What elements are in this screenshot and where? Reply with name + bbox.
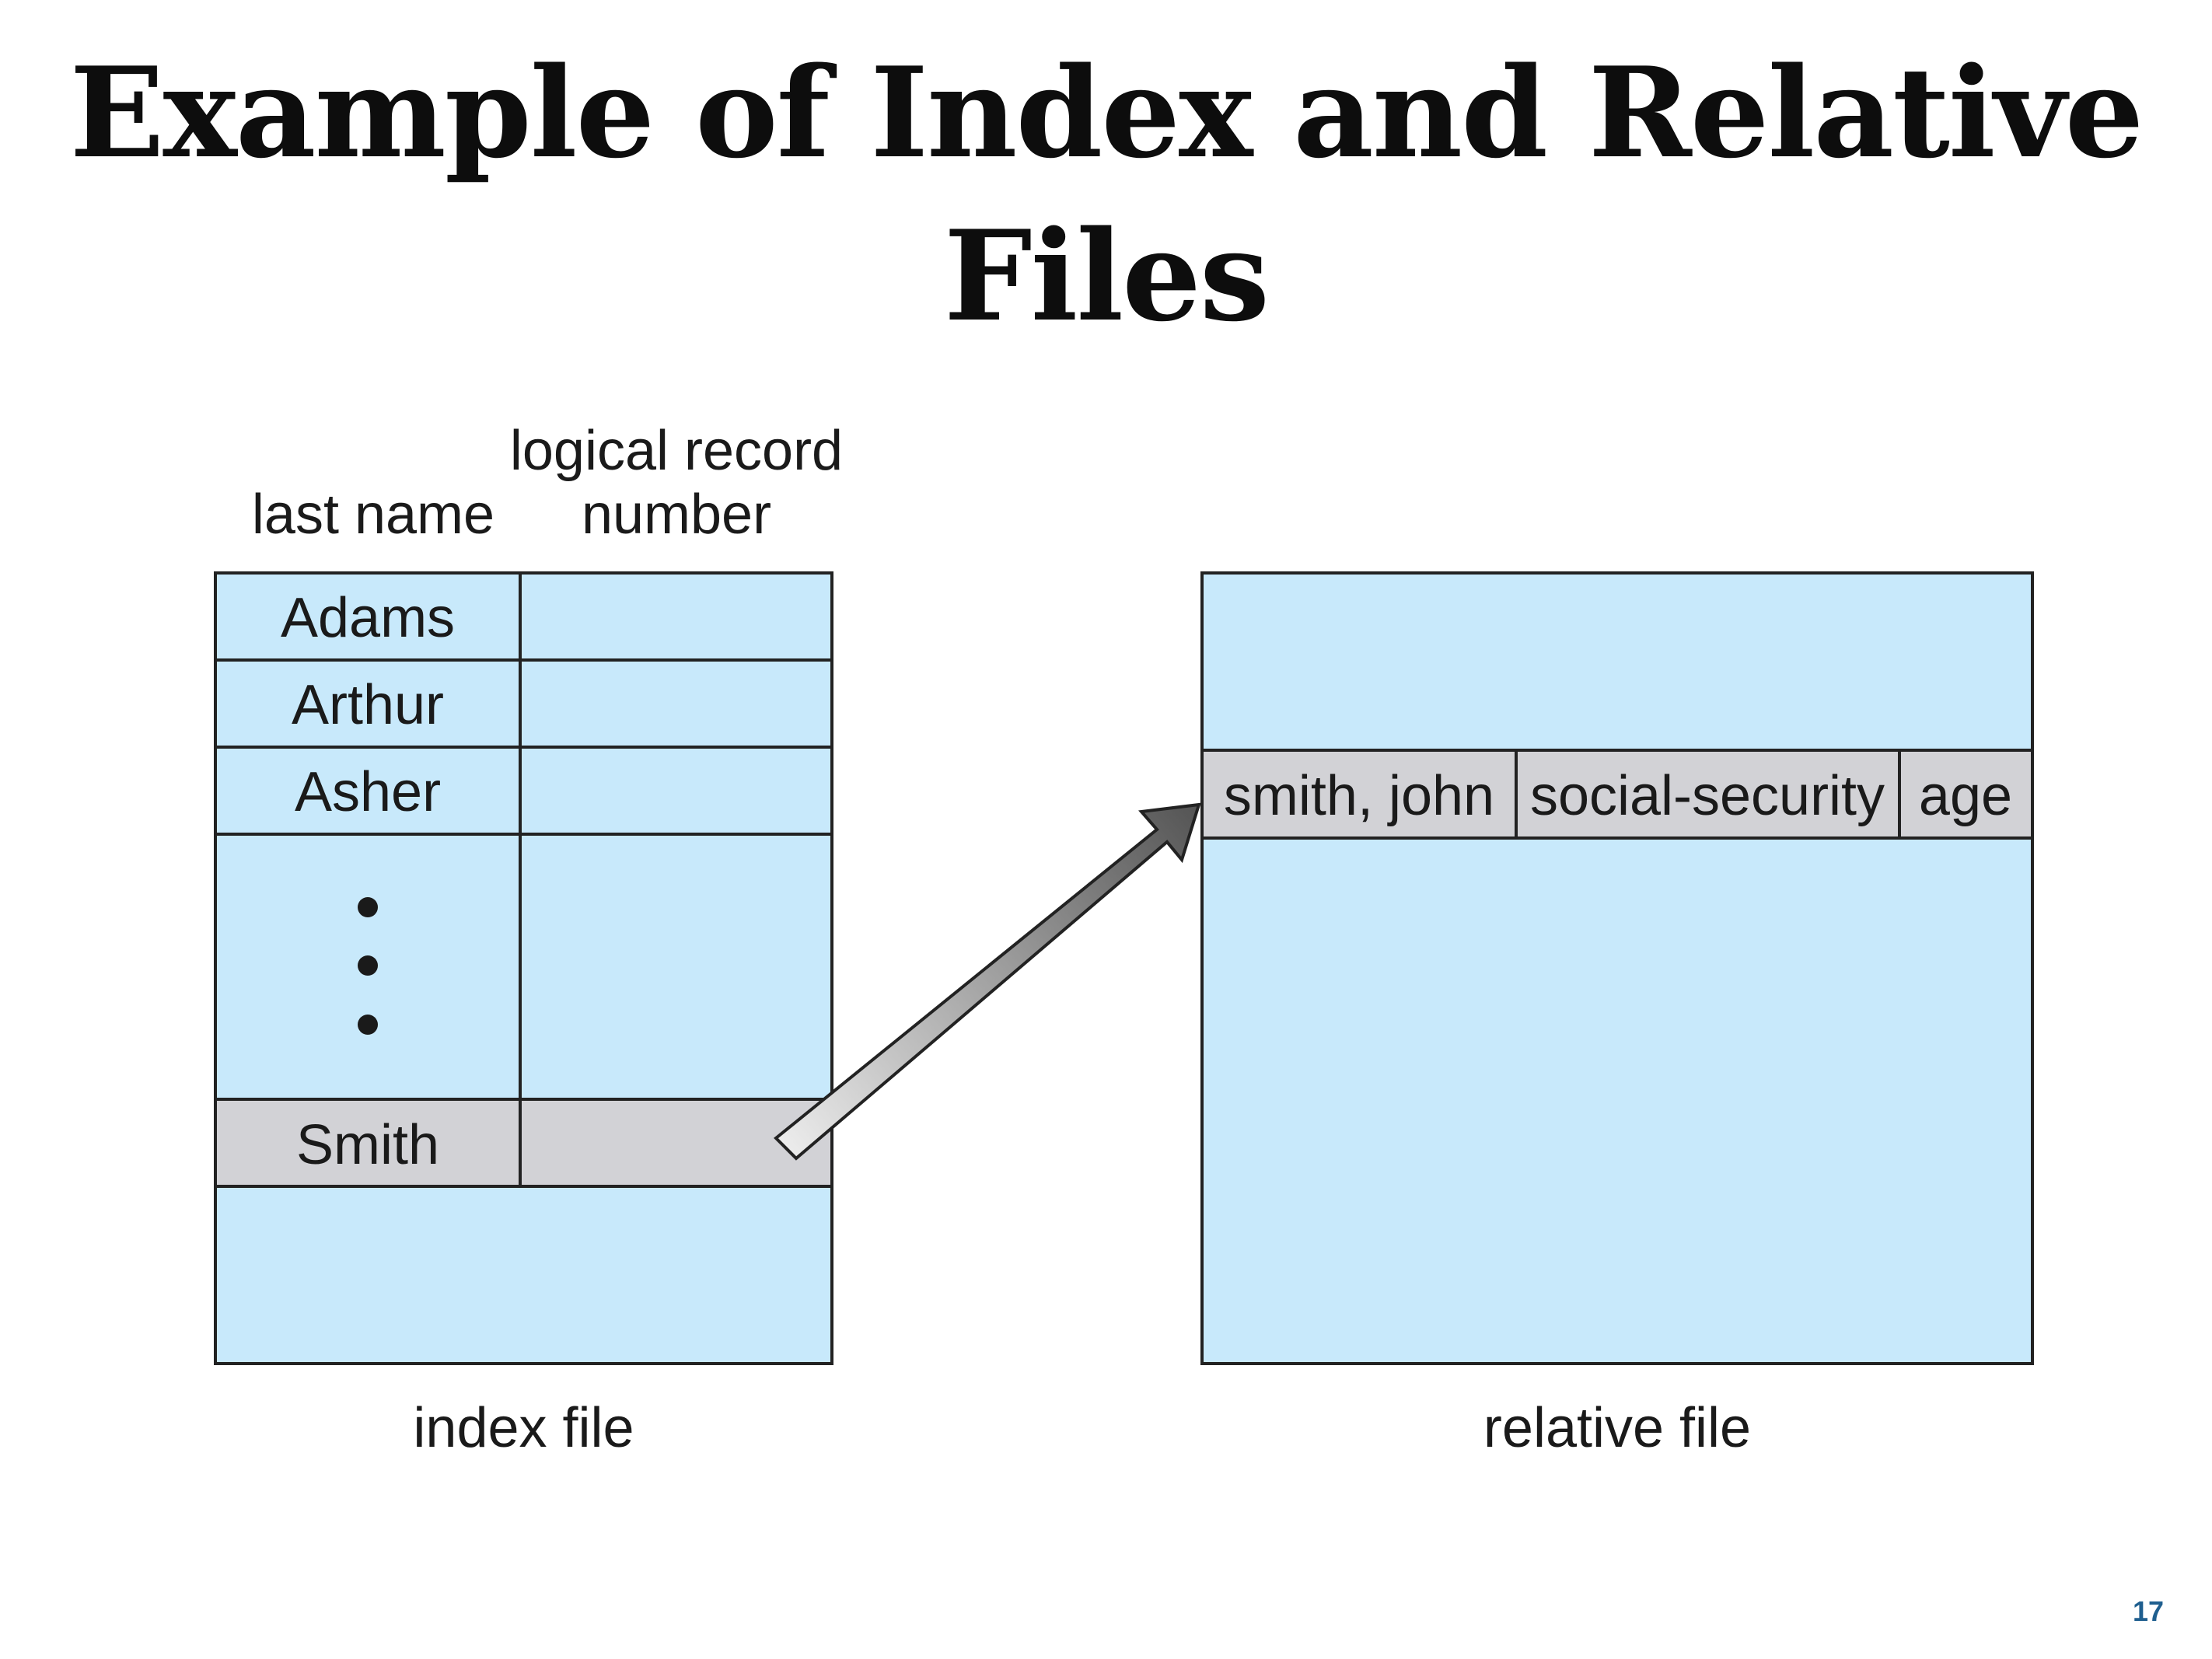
relative-field-name: smith, john xyxy=(1224,765,1494,827)
relative-file-label: relative file xyxy=(1483,1397,1752,1459)
header-logical-record-line-2: number xyxy=(581,484,772,546)
relative-record-highlight xyxy=(1202,750,2032,838)
relative-file-box xyxy=(1200,571,2034,1365)
index-row-arthur: Arthur xyxy=(292,674,444,736)
page-number: 17 xyxy=(2132,1595,2164,1627)
relative-field-age: age xyxy=(1919,765,2012,827)
slide-title-line-1: Example of Index and Relative xyxy=(69,40,2144,186)
index-row-adams: Adams xyxy=(281,587,455,649)
index-file-box xyxy=(214,571,833,1365)
index-row-asher: Asher xyxy=(295,761,441,823)
index-file-label: index file xyxy=(413,1397,634,1459)
index-row-smith: Smith xyxy=(296,1114,439,1176)
index-file-table: Adams Arthur Asher Smith xyxy=(214,571,833,1365)
ellipsis-dot xyxy=(358,955,378,976)
pointer-arrow xyxy=(774,802,1201,1161)
header-last-name: last name xyxy=(251,484,495,546)
slide-title-line-2: Files xyxy=(943,203,1270,349)
relative-field-ssn: social-security xyxy=(1530,765,1885,827)
ellipsis-dot xyxy=(358,897,378,917)
header-logical-record-line-1: logical record xyxy=(509,420,844,482)
index-row-smith-highlight xyxy=(215,1099,832,1186)
relative-file-table: smith, john social-security age xyxy=(1200,571,2034,1365)
ellipsis-dot xyxy=(358,1015,378,1035)
slide-title: Example of Index and Relative Files xyxy=(0,31,2212,358)
